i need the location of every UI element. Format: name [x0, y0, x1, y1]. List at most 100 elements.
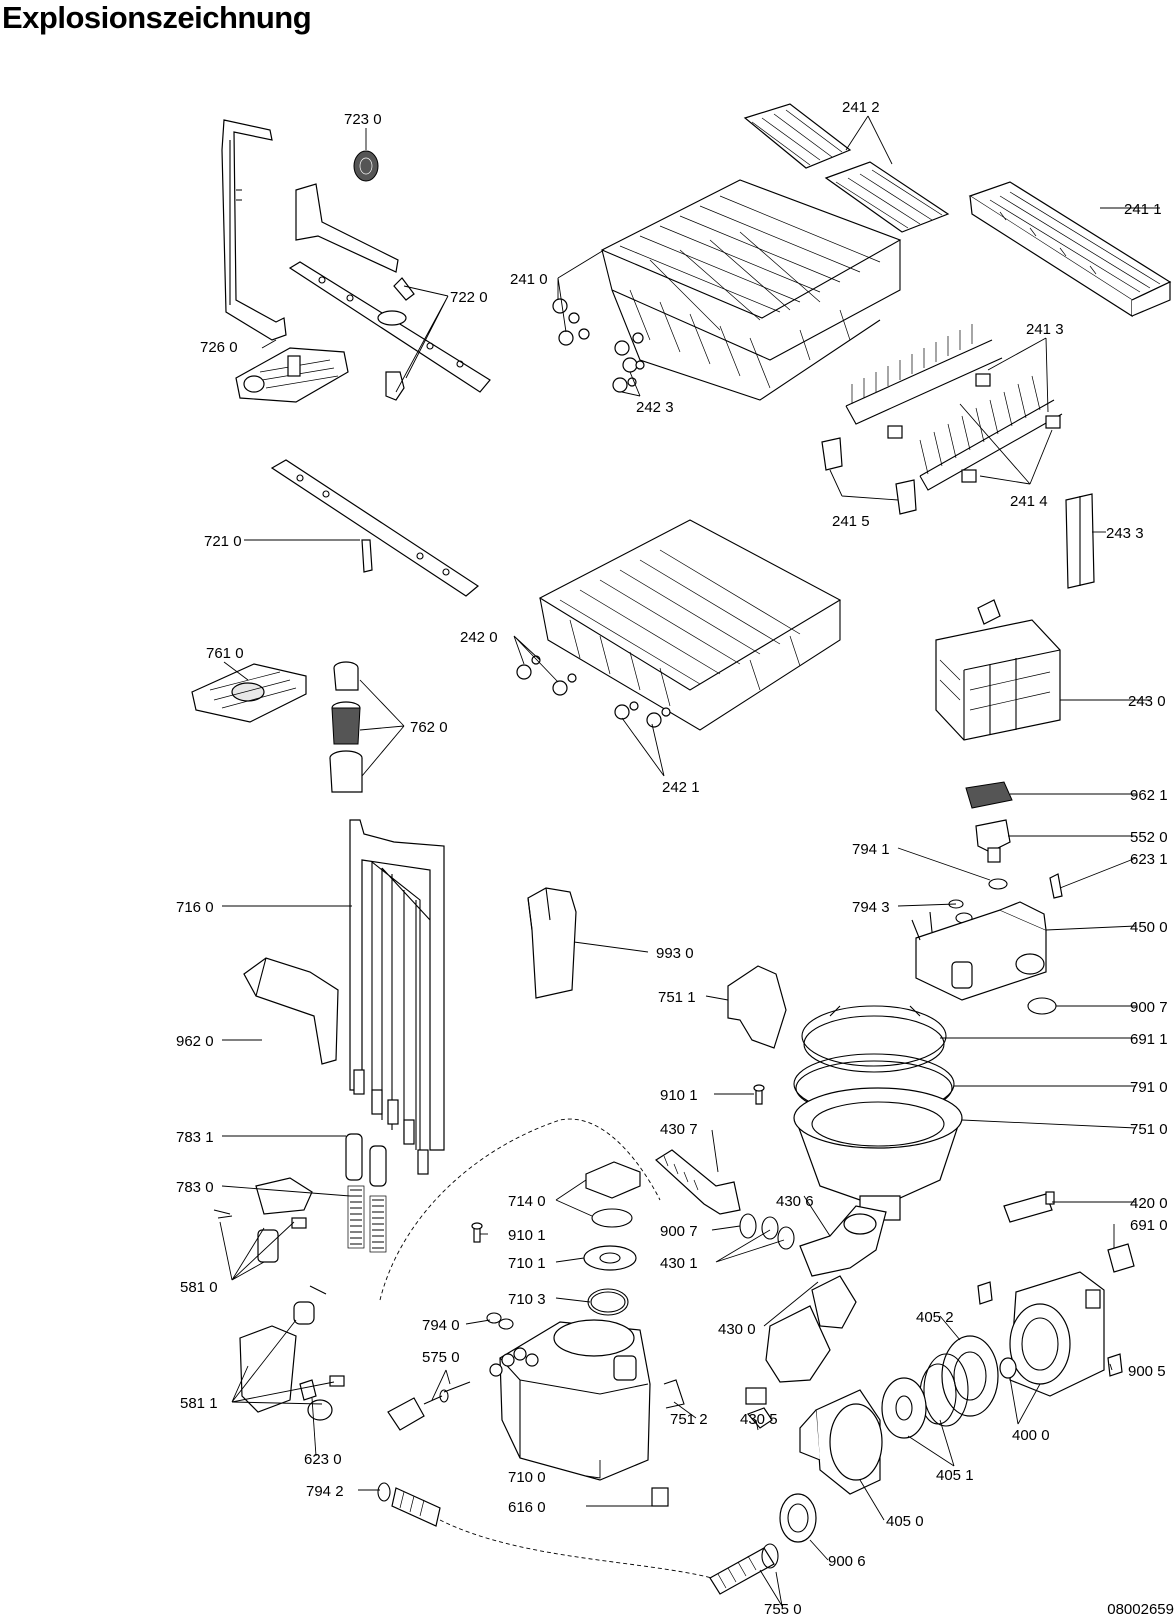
- label-783-1: 783 1: [176, 1129, 214, 1146]
- part-623-1-clip: [1049, 873, 1063, 899]
- label-710-1: 710 1: [508, 1255, 546, 1272]
- drain-path-lower: [439, 1519, 713, 1579]
- label-794-3: 794 3: [852, 899, 890, 916]
- part-751-sump: [793, 1087, 963, 1221]
- label-714-0: 714 0: [508, 1193, 546, 1210]
- label-430-1: 430 1: [660, 1255, 698, 1272]
- label-910-1: 910 1: [660, 1087, 698, 1104]
- label-722-0: 722 0: [450, 289, 488, 306]
- label-900-7b: 900 7: [660, 1223, 698, 1240]
- label-241-3: 241 3: [1026, 321, 1064, 338]
- part-722-upper-arm-assembly: [288, 183, 491, 401]
- part-794-0-orings: [486, 1312, 514, 1330]
- label-962-1: 962 1: [1130, 787, 1168, 804]
- part-900-7-clamp-b: [739, 1213, 757, 1239]
- part-450-valve-block: [911, 901, 1047, 1001]
- label-242-0: 242 0: [460, 629, 498, 646]
- label-400-0: 400 0: [1012, 1427, 1050, 1444]
- part-400-small-part: [999, 1357, 1017, 1379]
- part-241-5-holders: [821, 437, 917, 515]
- label-405-0: 405 0: [886, 1513, 924, 1530]
- label-430-7: 430 7: [660, 1121, 698, 1138]
- part-783-1-sleeves: [345, 1133, 387, 1187]
- part-241-3-folding-tines: [845, 324, 1063, 491]
- label-450-0: 450 0: [1130, 919, 1168, 936]
- document-number: 08002659: [1107, 1601, 1174, 1618]
- label-962-0: 962 0: [176, 1033, 214, 1050]
- part-900-7-clamp-a: [1027, 997, 1057, 1015]
- part-751-1-shell: [727, 965, 787, 1049]
- label-243-3: 243 3: [1106, 525, 1144, 542]
- part-581-0-valve: [213, 1177, 313, 1263]
- part-761-flat-filter: [191, 663, 307, 723]
- label-762-0: 762 0: [410, 719, 448, 736]
- label-691-0: 691 0: [1130, 1217, 1168, 1234]
- label-430-6: 430 6: [776, 1193, 814, 1210]
- part-755-drain-hose: [709, 1543, 779, 1595]
- part-910-1-screw: [471, 1222, 483, 1243]
- part-783-springs: [347, 1185, 387, 1253]
- part-405-2-clip: [977, 1281, 993, 1305]
- label-791-0: 791 0: [1130, 1079, 1168, 1096]
- label-726-0: 726 0: [200, 339, 238, 356]
- label-242-1: 242 1: [662, 779, 700, 796]
- part-430-7-hose: [655, 1149, 741, 1215]
- part-242-lower-basket: [538, 519, 842, 731]
- label-242-3: 242 3: [636, 399, 674, 416]
- part-751-2-clip: [663, 1379, 685, 1409]
- part-962-1-cap: [965, 781, 1013, 809]
- part-430-1-rings: [761, 1216, 795, 1250]
- label-710-3: 710 3: [508, 1291, 546, 1308]
- part-241-upper-basket: [600, 179, 902, 401]
- label-751-0: 751 0: [1130, 1121, 1168, 1138]
- part-623-0-clip: [299, 1379, 317, 1401]
- label-783-0: 783 0: [176, 1179, 214, 1196]
- label-716-0: 716 0: [176, 899, 214, 916]
- part-400-pump-motor: [1009, 1271, 1105, 1397]
- label-755-0: 755 0: [764, 1601, 802, 1618]
- label-241-4: 241 4: [1010, 493, 1048, 510]
- label-721-0: 721 0: [204, 533, 242, 550]
- label-420-0: 420 0: [1130, 1195, 1168, 1212]
- part-794-3-orings: [948, 899, 973, 924]
- label-405-1: 405 1: [936, 1467, 974, 1484]
- part-794-1-oring: [988, 878, 1008, 890]
- part-716-distribution-pipes: [349, 819, 445, 1175]
- page-title: Explosionszeichnung: [2, 0, 312, 35]
- part-900-5-clip: [1107, 1353, 1123, 1377]
- label-581-0: 581 0: [180, 1279, 218, 1296]
- label-581-1: 581 1: [180, 1395, 218, 1412]
- part-910-1-screw-top: [753, 1084, 765, 1105]
- part-691-0-switch: [1107, 1243, 1135, 1273]
- label-430-0: 430 0: [718, 1321, 756, 1338]
- part-710-1-gasket: [583, 1245, 637, 1271]
- part-710-3-ring: [587, 1288, 629, 1316]
- part-405-pump: [799, 1389, 883, 1495]
- part-726-spray-pipe: [221, 119, 287, 341]
- part-616-label: [651, 1487, 669, 1507]
- part-726-filter-base: [235, 347, 349, 403]
- label-430-5: 430 5: [740, 1411, 778, 1428]
- leader-lines: [219, 115, 1160, 1607]
- label-710-0: 710 0: [508, 1469, 546, 1486]
- part-762-filter-set: [329, 661, 363, 793]
- part-723-nut: [353, 150, 379, 182]
- label-794-0: 794 0: [422, 1317, 460, 1334]
- part-243-cutlery-basket: [935, 599, 1061, 741]
- part-552-sensor: [975, 819, 1011, 863]
- label-241-1: 241 1: [1124, 201, 1162, 218]
- label-751-2: 751 2: [670, 1411, 708, 1428]
- part-241-2-cup-racks: [743, 103, 950, 233]
- label-575-0: 575 0: [422, 1349, 460, 1366]
- part-900-6-ring: [779, 1493, 817, 1543]
- part-993-funnel: [527, 887, 577, 999]
- label-241-0: 241 0: [510, 271, 548, 288]
- part-241-basket-wheels: [552, 298, 644, 356]
- label-243-0: 243 0: [1128, 693, 1166, 710]
- part-575-valve: [387, 1381, 471, 1431]
- part-721-lower-spray-arm: [270, 459, 480, 597]
- part-794-2-hose: [377, 1482, 441, 1527]
- label-623-0: 623 0: [304, 1451, 342, 1468]
- part-710-softener: [489, 1319, 651, 1481]
